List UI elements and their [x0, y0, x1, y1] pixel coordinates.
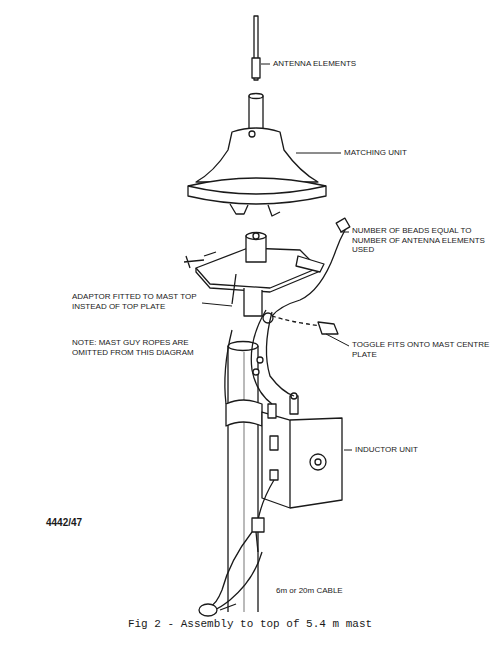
cable-label: 6m or 20m CABLE	[276, 586, 396, 596]
callout-note: NUMBER OF BEADS EQUAL TO NUMBER OF ANTEN…	[352, 226, 492, 255]
figure-caption: Fig 2 - Assembly to top of 5.4 m mast	[60, 618, 440, 631]
inductor-unit	[226, 393, 342, 508]
part-label: ADAPTOR FITTED TO MAST TOP INSTEAD OF TO…	[72, 292, 200, 311]
leader-lines	[202, 64, 352, 450]
drawing-number: 4442/47	[46, 517, 126, 529]
note-text: NOTE: MAST GUY ROPES ARE OMITTED FROM TH…	[72, 338, 212, 357]
part-label: MATCHING UNIT	[344, 148, 454, 158]
toggle	[318, 322, 338, 334]
callout-note: TOGGLE FITS ONTO MAST CENTRE PLATE	[352, 340, 492, 359]
antenna-ferrule	[252, 58, 260, 78]
output-cable	[199, 480, 274, 616]
adaptor	[184, 233, 324, 317]
bead-cord	[263, 218, 350, 334]
matching-unit	[188, 94, 326, 217]
part-label: INDUCTOR UNIT	[355, 445, 465, 455]
part-label: ANTENNA ELEMENTS	[273, 59, 383, 69]
